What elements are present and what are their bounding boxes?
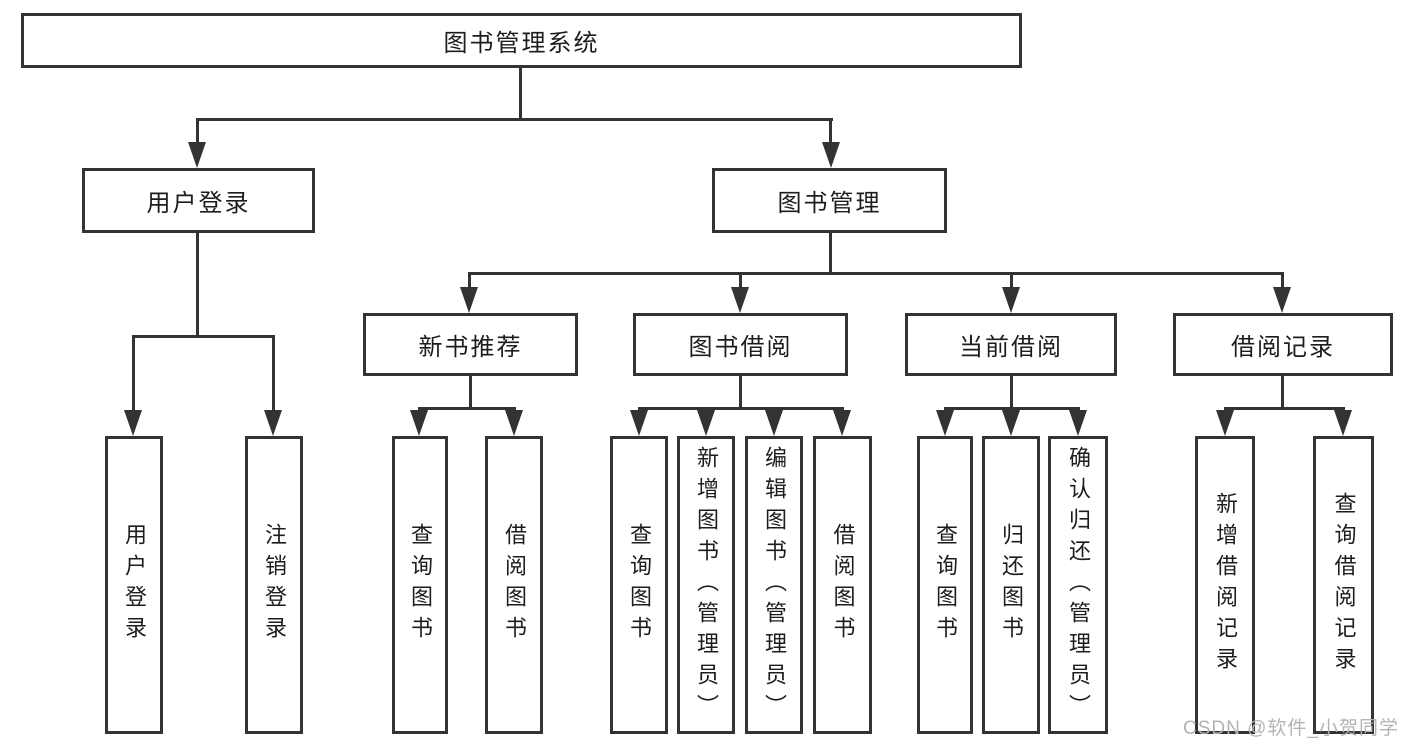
node-label: 新增图书（管理员） [694,445,719,725]
leaf-return-books: 归还图书 [982,436,1040,734]
connector-line [132,335,135,414]
leaf-edit-books-admin: 编辑图书（管理员） [745,436,803,734]
node-label: 用户登录 [146,190,251,217]
leaf-query-books-recommend: 查询图书 [392,436,448,734]
node-label: 借阅图书 [502,523,527,647]
arrow-down-icon [410,410,428,436]
leaf-borrow-books-recommend: 借阅图书 [485,436,543,734]
arrow-down-icon [765,410,783,436]
connector-line [196,231,199,338]
arrow-down-icon [697,410,715,436]
node-label: 查询图书 [933,523,958,647]
leaf-add-borrow-record: 新增借阅记录 [1195,436,1255,734]
node-label: 图书管理 [777,190,882,217]
node-label: 新书推荐 [418,334,523,361]
leaf-add-books-admin: 新增图书（管理员） [677,436,735,734]
arrow-down-icon [188,142,206,168]
leaf-logout: 注销登录 [245,436,303,734]
node-label: 查询图书 [408,523,433,647]
arrow-down-icon [1273,287,1291,313]
connector-line [519,65,522,121]
node-label: 注销登录 [262,523,287,647]
node-root: 图书管理系统 [21,13,1022,68]
connector-line [739,272,742,290]
node-current-borrow: 当前借阅 [905,313,1117,376]
node-label: 归还图书 [999,523,1024,647]
leaf-user-login: 用户登录 [105,436,163,734]
arrow-down-icon [505,410,523,436]
leaf-confirm-return-admin: 确认归还（管理员） [1048,436,1108,734]
connector-line [132,335,275,338]
node-label: 当前借阅 [959,334,1063,361]
node-new-book-recommend: 新书推荐 [363,313,578,376]
arrow-down-icon [822,142,840,168]
node-label: 查询图书 [627,523,652,647]
arrow-down-icon [264,410,282,436]
connector-line [1010,272,1013,290]
node-label: 借阅图书 [830,523,856,647]
arrow-down-icon [1002,287,1020,313]
node-label: 图书管理系统 [443,30,600,57]
leaf-query-books-borrow: 查询图书 [610,436,668,734]
leaf-borrow-books: 借阅图书 [813,436,872,734]
arrow-down-icon [1334,410,1352,436]
leaf-query-books-current: 查询图书 [917,436,973,734]
connector-line [1281,272,1284,290]
node-label: 新增借阅记录 [1213,492,1238,678]
node-borrow-records: 借阅记录 [1173,313,1393,376]
connector-line [638,407,844,410]
connector-line [829,231,832,275]
connector-line [468,272,1284,275]
connector-line [944,407,1080,410]
connector-line [196,118,199,146]
connector-line [469,374,472,410]
node-label: 图书借阅 [688,334,793,361]
connector-line [1281,374,1284,410]
connector-line [1224,407,1345,410]
connector-line [829,118,832,146]
node-label: 确认归还（管理员） [1066,445,1091,725]
arrow-down-icon [833,410,851,436]
connector-line [739,374,742,410]
node-label: 用户登录 [122,523,147,647]
arrow-down-icon [936,410,954,436]
node-book-borrow: 图书借阅 [633,313,848,376]
watermark: CSDN @软件_小贺同学 [1183,718,1399,739]
leaf-query-borrow-record: 查询借阅记录 [1313,436,1374,734]
connector-line [418,407,516,410]
arrow-down-icon [630,410,648,436]
node-label: 编辑图书（管理员） [762,445,787,725]
node-user-login: 用户登录 [82,168,315,233]
connector-line [468,272,471,290]
arrow-down-icon [1002,410,1020,436]
arrow-down-icon [1216,410,1234,436]
node-label: 查询借阅记录 [1331,492,1357,678]
arrow-down-icon [460,287,478,313]
node-label: 借阅记录 [1231,334,1335,361]
arrow-down-icon [1069,410,1087,436]
arrow-down-icon [124,410,142,436]
connector-line [272,335,275,414]
node-book-management: 图书管理 [712,168,947,233]
connector-line [1010,374,1013,410]
arrow-down-icon [731,287,749,313]
connector-line [196,118,833,121]
